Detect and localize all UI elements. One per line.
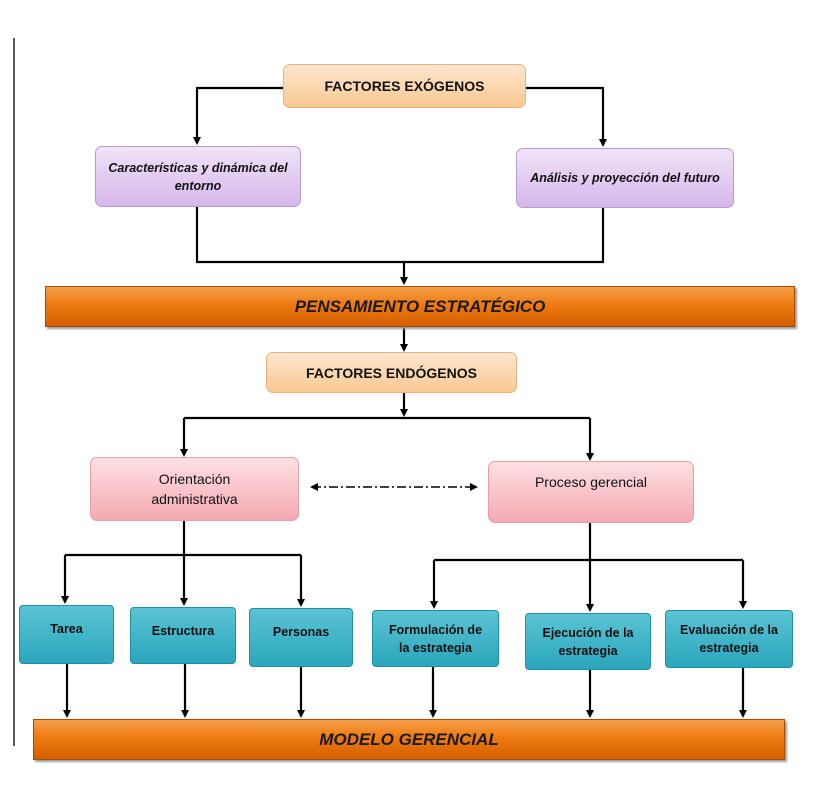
structure-box: Estructura	[130, 607, 236, 664]
future-box: Análisis y proyección del futuro	[516, 148, 734, 208]
environment-box: Características y dinámica del entorno	[95, 146, 301, 207]
execution-label: Ejecución de la estrategia	[542, 625, 634, 658]
exogenous-factors-box: FACTORES EXÓGENOS	[283, 64, 526, 108]
orientation-box: Orientación administrativa	[90, 457, 299, 521]
task-label: Tarea	[50, 622, 83, 636]
connector-exogenous-left	[193, 86, 285, 145]
structure-label: Estructura	[151, 624, 215, 638]
execution-box: Ejecución de la estrategia	[525, 613, 651, 670]
strategic-thinking-label: PENSAMIENTO ESTRATÉGICO	[294, 296, 546, 316]
environment-label: Características y dinámica del entorno	[108, 160, 288, 193]
exogenous-factors-label: FACTORES EXÓGENOS	[324, 78, 485, 94]
left-border-line	[13, 38, 15, 746]
formulation-label: Formulación de la estrategia	[388, 622, 483, 655]
connector-exogenous-right	[525, 86, 607, 147]
strategic-thinking-banner: PENSAMIENTO ESTRATÉGICO	[45, 286, 795, 327]
people-box: Personas	[249, 608, 353, 667]
future-label: Análisis y proyección del futuro	[530, 171, 720, 185]
evaluation-box: Evaluación de la estrategia	[665, 610, 793, 668]
management-model-label: MODELO GERENCIAL	[319, 729, 499, 749]
formulation-box: Formulación de la estrategia	[372, 610, 499, 667]
orientation-label: Orientación administrativa	[151, 471, 238, 507]
connector-environment-down	[195, 207, 605, 264]
endogenous-factors-label: FACTORES ENDÓGENOS	[306, 364, 477, 381]
management-model-banner: MODELO GERENCIAL	[33, 719, 785, 760]
process-box: Proceso gerencial	[488, 461, 694, 523]
process-label: Proceso gerencial	[534, 474, 648, 490]
endogenous-factors-box: FACTORES ENDÓGENOS	[266, 352, 517, 393]
people-label: Personas	[272, 625, 330, 639]
evaluation-label: Evaluación de la estrategia	[680, 623, 778, 655]
task-box: Tarea	[19, 605, 114, 664]
